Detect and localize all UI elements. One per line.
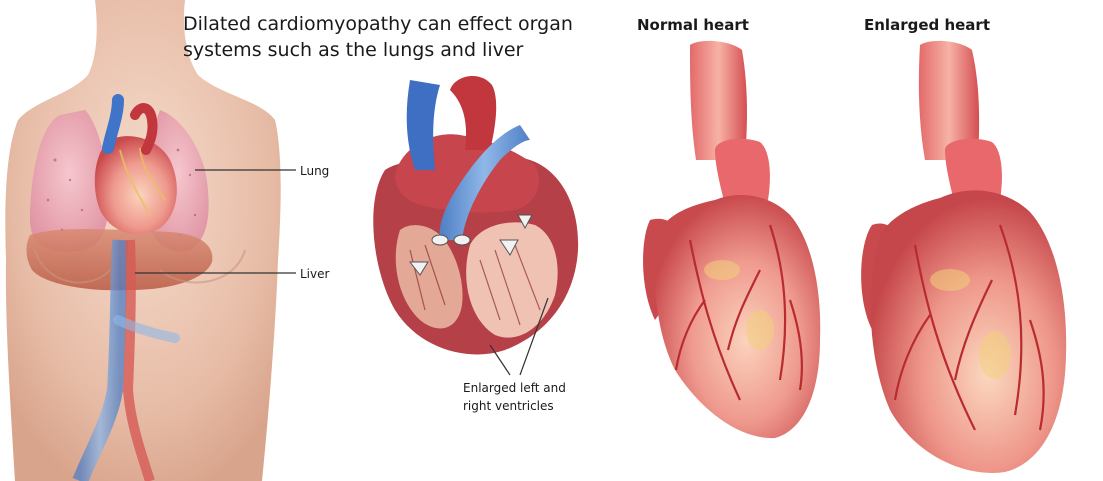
heart-cross-section bbox=[373, 76, 578, 354]
ventricles-label-line-1: Enlarged left and bbox=[463, 381, 566, 395]
liver-label: Liver bbox=[300, 267, 330, 281]
lung-label: Lung bbox=[300, 164, 329, 178]
ventricles-label-line-2: right ventricles bbox=[463, 399, 554, 413]
caption-line-2: systems such as the lungs and liver bbox=[183, 39, 524, 61]
caption-line-1: Dilated cardiomyopathy can effect organ bbox=[183, 13, 573, 35]
normal-heart-label: Normal heart bbox=[637, 16, 749, 34]
enlarged-heart-label: Enlarged heart bbox=[864, 16, 990, 34]
torso-illustration bbox=[5, 0, 280, 481]
